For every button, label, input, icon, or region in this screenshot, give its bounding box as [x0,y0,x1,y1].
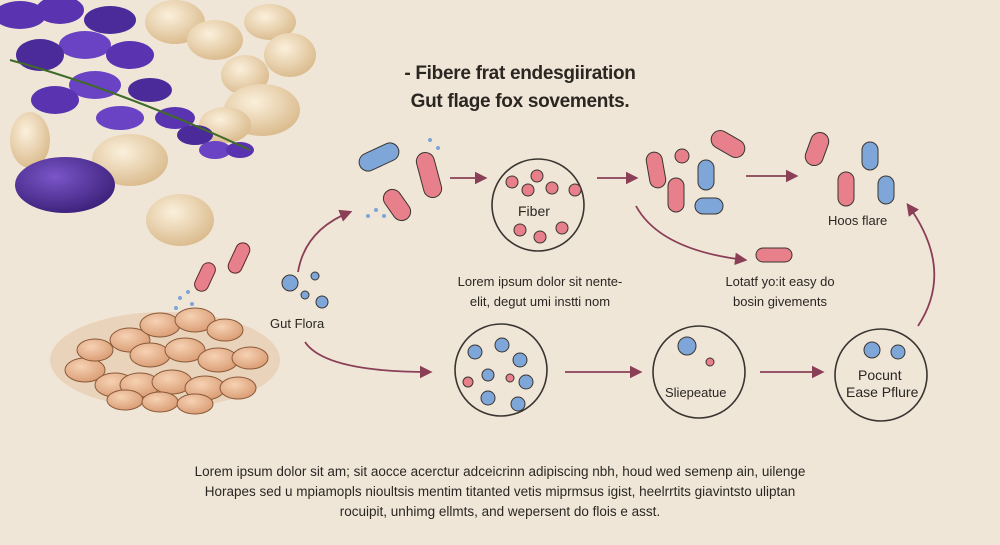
bacteria-cluster-mid [645,130,746,215]
caption-middle-right: Lotatf yo:it easy do bosin givements [690,272,870,312]
pocunt-node [834,328,928,422]
bean-pile [50,307,280,415]
footer-line-2: Horapes sed u mpiamopls nioultsis mentim… [204,484,796,499]
purple-flower-photo [0,0,316,246]
footer-line-3: rocuipit, unhimg ellmts, and wepersent d… [339,504,661,519]
bacterium-icon [755,247,793,263]
caption-middle-left-line-2: elit, degut umi instti nom [469,294,611,309]
footer-line-1: Lorem ipsum dolor sit am; sit aocce acer… [194,464,806,479]
flow-arrows [297,169,936,379]
caption-middle-right-line-2: bosin givements [733,294,827,309]
title-line-1: - Fibere frat endesgiiration [404,63,636,84]
bacteria-cluster-rising [174,242,251,310]
sliepeatue-node [652,325,746,419]
title-line-2: Gut flage fox sovements. [410,91,630,112]
sliepeatue-label: Sliepeatue [665,385,727,400]
footer-text: Lorem ipsum dolor sit am; sit aocce acer… [130,462,870,522]
fiber-node [491,158,585,252]
caption-middle-left: Lorem ipsum dolor sit nente- elit, degut… [430,272,650,312]
ease-pflure-label: Ease Pflure [846,384,919,400]
diagram-title: - Fibere frat endesgiiration Gut flage f… [340,60,700,116]
flora-circle-node [454,323,548,417]
hoos-flare-label: Hoos flare [828,213,888,228]
gut-flora-label: Gut Flora [270,316,325,331]
gut-flora-icon [281,271,329,309]
fiber-label: Fiber [518,203,550,219]
caption-middle-right-line-1: Lotatf yo:it easy do [725,274,835,289]
pocunt-label: Pocunt [858,367,902,383]
hoos-flare-cluster [804,131,895,207]
bacteria-cluster-top [358,138,443,222]
caption-middle-left-line-1: Lorem ipsum dolor sit nente- [457,274,623,289]
